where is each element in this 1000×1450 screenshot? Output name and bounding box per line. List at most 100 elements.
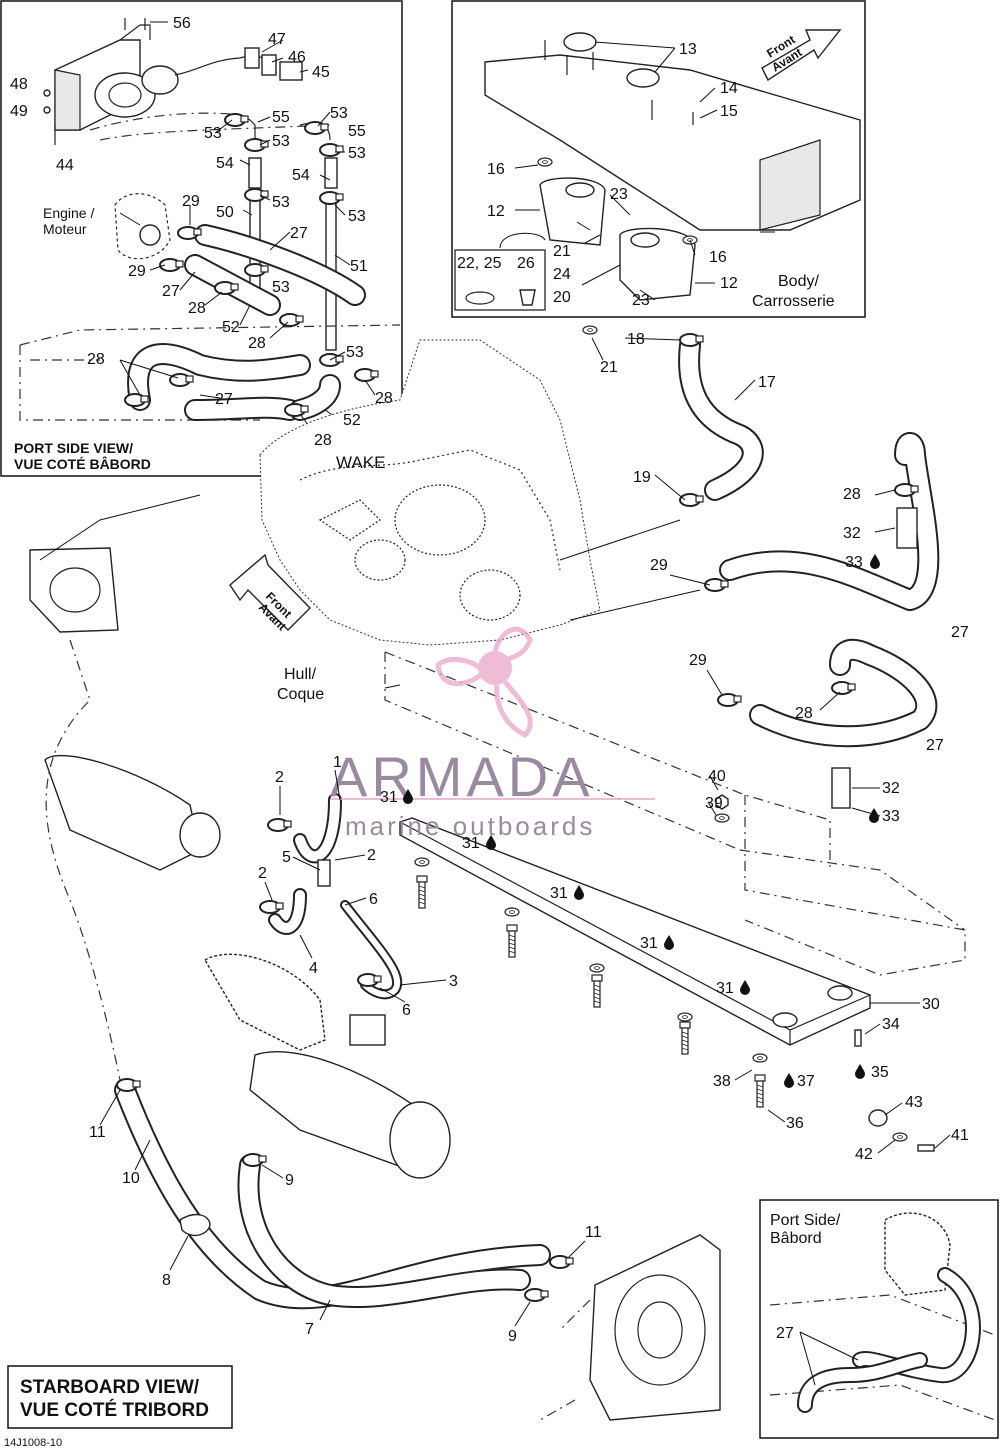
hull-label-fr: Coque [277,686,324,703]
callout-32a: 32 [843,525,861,542]
callout-16a: 16 [487,161,505,178]
callout-53g: 53 [272,279,290,296]
callout-55a: 55 [272,109,290,126]
callout-3: 3 [449,973,458,990]
callout-33b: 33 [882,808,900,825]
callout-9b: 9 [508,1328,517,1345]
small-hoses [259,793,403,1000]
engine-block [259,339,601,646]
bottom-hoses [45,639,721,1421]
callout-29c: 29 [650,557,668,574]
body-label-fr: Carrosserie [752,293,835,310]
callout-27e: 27 [926,737,944,754]
callout-18: 18 [627,331,645,348]
hull-outline [384,651,966,976]
callout-33a: 33 [845,554,863,571]
callout-21b: 21 [600,359,618,376]
callout-43: 43 [905,1094,923,1111]
callout-8: 8 [162,1272,171,1289]
callout-53c: 53 [272,194,290,211]
callout-21a: 21 [553,243,571,260]
callout-27a: 27 [290,225,308,242]
callout-42: 42 [855,1146,873,1163]
callout-54a: 54 [216,155,234,172]
callout-53a: 53 [204,125,222,142]
drawing-code: 14J1008-10 [4,1437,62,1449]
watermark-brand: ARMADA [330,745,594,808]
callout-53b: 53 [272,133,290,150]
callout-55b: 55 [348,123,366,140]
callout-6b: 6 [402,1002,411,1019]
callout-6a: 6 [369,891,378,908]
callout-39: 39 [705,795,723,812]
callout-2a: 2 [275,769,284,786]
callout-12b: 12 [720,275,738,292]
inset-port-side [759,1199,999,1439]
exhaust-system [29,547,451,1179]
callout-26: 26 [517,255,535,272]
port-side-label: Port Side/ [770,1212,841,1229]
callout-11a: 11 [89,1124,106,1141]
callout-36: 36 [786,1115,804,1132]
armada-watermark [330,626,655,800]
callout-53h: 53 [346,344,364,361]
callout-38: 38 [713,1073,731,1090]
callout-41: 41 [951,1127,969,1144]
callout-15: 15 [720,103,738,120]
callout-54b: 54 [292,167,310,184]
callout-27c: 27 [215,391,233,408]
inset-corner-wake: WAKE [336,453,385,472]
callout-19: 19 [633,469,651,486]
callout-20: 20 [553,289,571,306]
callout-34: 34 [882,1016,900,1033]
callout-48: 48 [10,76,28,93]
callout-31d: 31 [640,935,658,952]
hull-label: Hull/ [284,666,317,683]
callout-31c: 31 [550,885,568,902]
callout-13: 13 [679,41,697,58]
callout-32b: 32 [882,780,900,797]
inset-wake-port-side [0,0,403,477]
starboard-view-line1: STARBOARD VIEW/ [20,1377,200,1398]
coolant-hoses [582,325,940,809]
callout-28f: 28 [843,486,861,503]
starboard-view-box [7,1365,233,1429]
callout-24: 24 [553,266,571,283]
callout-12a: 12 [487,203,505,220]
callout-23b: 23 [632,292,650,309]
callout-47: 47 [268,31,286,48]
callout-37: 37 [797,1073,815,1090]
callout-31e: 31 [716,980,734,997]
inset-title-line2: VUE COTÉ BÂBORD [14,455,151,472]
callout-11b: 11 [585,1224,602,1241]
engine-label-fr: Moteur [43,221,87,237]
callout-10: 10 [122,1170,140,1187]
callout-23a: 23 [610,186,628,203]
engine-label: Engine / [43,205,94,221]
callout-28e: 28 [314,432,332,449]
ballast-pump-assembly [54,24,179,131]
starboard-view-line2: VUE COTÉ TRIBORD [20,1399,209,1421]
port-side-label-fr: Bâbord [770,1230,822,1247]
callout-22-25: 22, 25 [457,255,502,272]
callout-7: 7 [305,1321,314,1338]
callout-14: 14 [720,80,738,97]
callout-27d: 27 [951,624,969,641]
rail-plate [399,794,935,1152]
body-label: Body/ [778,273,819,290]
inset-body-reservoir [451,0,866,318]
callout-46: 46 [288,49,306,66]
callout-28g: 28 [795,705,813,722]
callout-29a: 29 [182,193,200,210]
callout-35: 35 [871,1064,889,1081]
callout-50: 50 [216,204,234,221]
callout-27f: 27 [776,1325,794,1342]
engine-sketch [114,193,171,260]
callout-9a: 9 [285,1172,294,1189]
inset-title-line1: PORT SIDE VIEW/ [14,440,133,456]
leader-lines [39,337,951,1327]
callout-27b: 27 [162,283,180,300]
callout-52b: 52 [343,412,361,429]
callout-45: 45 [312,64,330,81]
